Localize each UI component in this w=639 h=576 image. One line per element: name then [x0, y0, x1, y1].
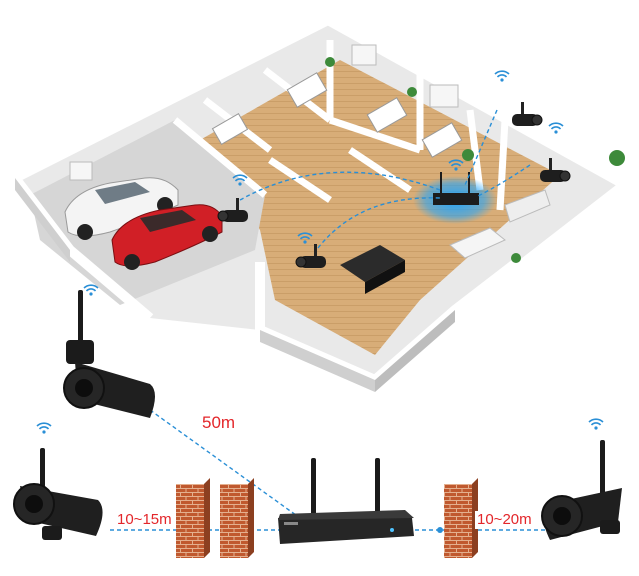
house-floor-plan: [11, 14, 625, 392]
brick-wall-icon: [220, 478, 254, 558]
distance-label-right: 10~20m: [475, 511, 534, 529]
camera-icon: [511, 101, 543, 127]
car-icon: [111, 204, 223, 270]
camera-icon: [13, 448, 103, 540]
wifi-icon: [494, 70, 510, 83]
brick-wall-icon: [444, 478, 478, 558]
distance-label-left: 10~15m: [115, 511, 174, 529]
nvr-icon: [278, 458, 414, 544]
brick-wall-icon: [176, 478, 210, 558]
wifi-icon: [36, 422, 52, 435]
distance-label-diagonal: 50m: [200, 413, 238, 432]
wifi-icon: [83, 284, 99, 297]
camera-icon: [541, 440, 622, 540]
wifi-icon: [548, 122, 564, 135]
camera-icon: [63, 290, 155, 418]
signal-links: [239, 109, 531, 249]
wifi-icon: [588, 418, 604, 431]
nvr-icon: [413, 172, 497, 224]
